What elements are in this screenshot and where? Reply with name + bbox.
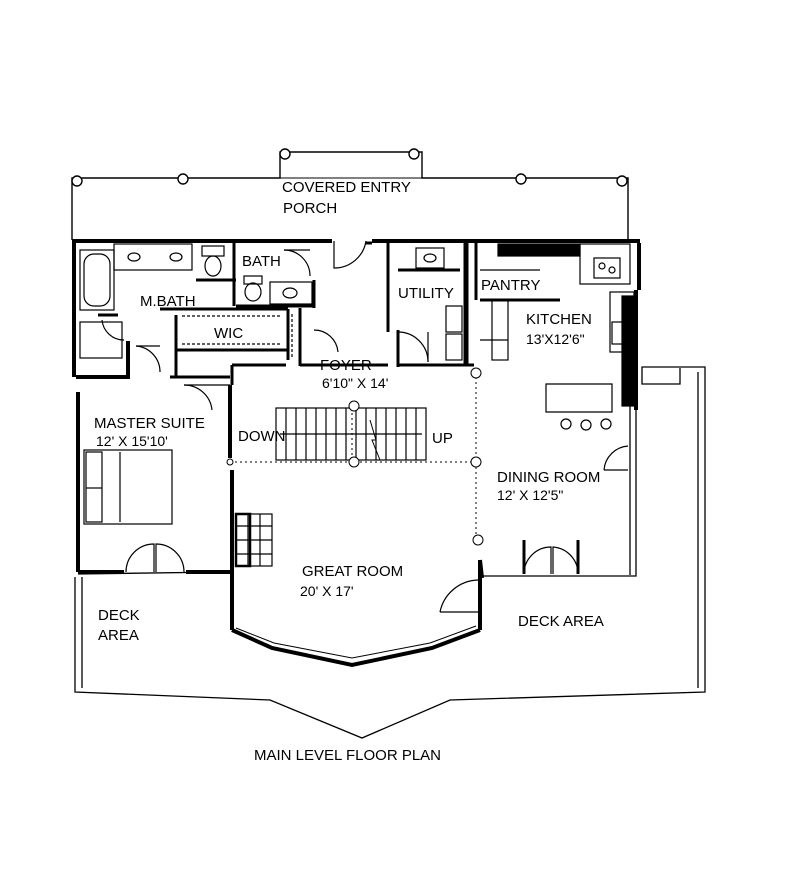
foyer-label: FOYER <box>320 357 372 374</box>
stairs-up-label: UP <box>432 430 453 447</box>
bay-window-line <box>235 625 477 659</box>
bath-label: BATH <box>242 253 281 270</box>
deck-left-label-line1: DECK <box>98 607 140 624</box>
utility-fixtures <box>415 247 463 361</box>
great-room-dimensions: 20' X 17' <box>300 583 354 599</box>
master-suite-label: MASTER SUITE <box>94 415 205 432</box>
porch-label-line2: PORCH <box>283 200 337 217</box>
wic-label: WIC <box>214 325 243 342</box>
plan-title: MAIN LEVEL FLOOR PLAN <box>254 747 441 764</box>
dining-room-label: DINING ROOM <box>497 469 600 486</box>
great-room-label: GREAT ROOM <box>302 563 403 580</box>
foyer-dimensions: 6'10" X 14' <box>322 375 388 391</box>
staircase <box>275 407 427 461</box>
deck-right-label: DECK AREA <box>518 613 604 630</box>
structural-beams <box>226 367 484 546</box>
door-swings <box>101 240 629 613</box>
covered-entry-porch <box>71 148 629 240</box>
bathroom-fixtures <box>79 243 313 359</box>
master-suite-dimensions: 12' X 15'10' <box>96 433 168 449</box>
stairs-down-label: DOWN <box>238 428 286 445</box>
fireplace <box>234 512 273 568</box>
kitchen-fixtures <box>480 243 637 431</box>
kitchen-label: KITCHEN <box>526 311 592 328</box>
deck-left-label-line2: AREA <box>98 627 139 644</box>
room-labels: COVERED ENTRY PORCH BATH M.BATH WIC UTIL… <box>94 179 604 644</box>
pantry-label: PANTRY <box>481 277 540 294</box>
utility-label: UTILITY <box>398 285 454 302</box>
mbath-label: M.BATH <box>140 293 196 310</box>
dining-room-dimensions: 12' X 12'5" <box>497 487 563 503</box>
bed <box>83 449 173 525</box>
kitchen-dimensions: 13'X12'6" <box>526 331 585 347</box>
porch-label-line1: COVERED ENTRY <box>282 179 411 196</box>
